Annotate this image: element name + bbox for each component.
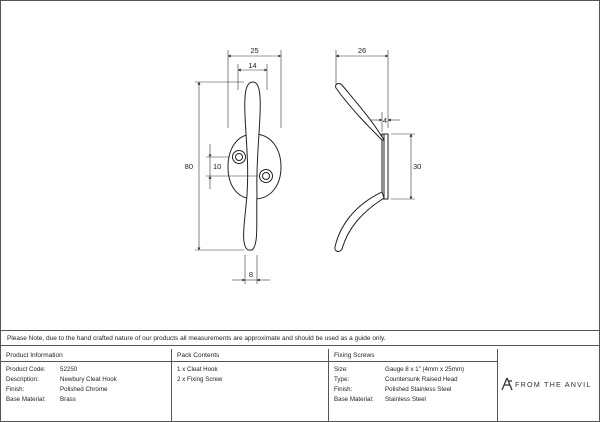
brand-name: FROM THE ANVIL	[515, 380, 592, 389]
dim-front-inner-width: 14	[248, 61, 256, 70]
front-hook-arm	[243, 81, 261, 251]
base-material-value: Brass	[60, 396, 76, 403]
pack-contents-heading: Pack Contents	[177, 352, 220, 359]
fixing-screws-section: Fixing Screws Size: Gauge 8 x 1” (4mm x …	[328, 349, 497, 422]
screw-size-value: Gauge 8 x 1” (4mm x 25mm)	[385, 366, 465, 373]
brand-logo: FROM THE ANVIL	[498, 378, 600, 392]
screw-hole-top-inner	[235, 153, 243, 161]
base-material-label: Base Material:	[6, 396, 46, 403]
header-underline	[0, 361, 497, 362]
product-code-value: 52250	[60, 366, 78, 373]
side-back-plate	[381, 133, 389, 200]
divider-table-top	[0, 345, 600, 346]
dim-bottom-width: 8	[249, 270, 253, 279]
finish-label: Finish:	[6, 386, 25, 393]
column-divider-1	[171, 349, 172, 422]
pack-item: 1 x Cleat Hook	[177, 366, 218, 373]
side-upper-arm	[335, 83, 385, 141]
side-view	[334, 83, 389, 252]
disclaimer-note: Please Note, due to the hand crafted nat…	[7, 335, 386, 342]
screw-material-label: Base Material:	[334, 396, 374, 403]
anvil-logo-icon	[501, 378, 513, 391]
dim-front-width: 25	[250, 46, 258, 55]
dim-plate-thickness: 4	[383, 116, 387, 125]
screw-type-value: Countersunk Raised Head	[385, 376, 458, 383]
screw-type-label: Type:	[334, 376, 350, 383]
dim-plate-height: 30	[413, 162, 421, 171]
hook-drawing: 25 14 80 10 8	[185, 46, 421, 284]
dim-side-projection: 26	[358, 46, 366, 55]
product-info-heading: Product Information	[6, 352, 63, 359]
pack-item: 2 x Fixing Screw	[177, 376, 223, 383]
fixing-screws-heading: Fixing Screws	[334, 352, 375, 359]
dim-front-height: 80	[185, 162, 193, 171]
column-divider-2	[328, 349, 329, 422]
column-divider-3	[497, 349, 498, 422]
description-label: Description:	[6, 376, 39, 383]
finish-value: Polished Chrome	[60, 386, 108, 393]
screw-hole-top	[232, 150, 246, 164]
pack-contents-section: Pack Contents 1 x Cleat Hook 2 x Fixing …	[171, 349, 328, 422]
side-lower-arm	[334, 191, 385, 252]
screw-hole-bottom-inner	[262, 172, 270, 180]
product-info-section: Product Information Product Code: 52250 …	[0, 349, 171, 422]
screw-size-label: Size:	[334, 366, 348, 373]
description-value: Newbury Cleat Hook	[60, 376, 117, 383]
product-code-label: Product Code:	[6, 366, 46, 373]
screw-material-value: Stainless Steel	[385, 396, 426, 403]
screw-hole-bottom	[259, 169, 273, 183]
dim-hole-spacing: 10	[213, 162, 221, 171]
divider-note-top	[0, 330, 600, 331]
front-view	[227, 81, 282, 251]
screw-finish-label: Finish:	[334, 386, 353, 393]
screw-finish-value: Polished Stainless Steel	[385, 386, 452, 393]
